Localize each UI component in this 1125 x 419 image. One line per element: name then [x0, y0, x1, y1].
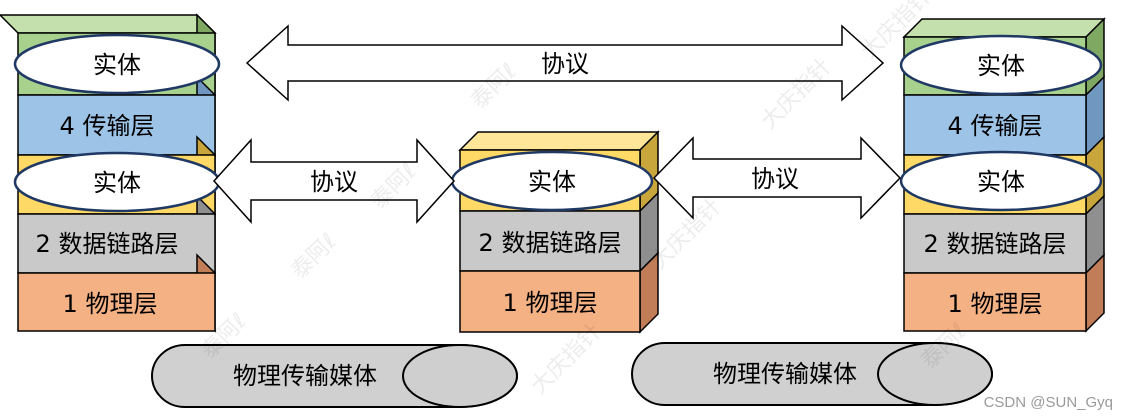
top-protocol-arrow — [245, 24, 885, 102]
middle-yellow-top-face — [458, 131, 660, 151]
left-datalink-label: 2 数据链路层 — [36, 230, 179, 258]
left-host-stack: 实体 4 传输层 实体 2 数据链路层 1 物理层 — [0, 13, 221, 333]
middle-physical-layer — [459, 270, 641, 333]
right-datalink-label: 2 数据链路层 — [924, 230, 1067, 258]
right-transport-label: 4 传输层 — [948, 112, 1043, 140]
right-protocol-arrow — [652, 136, 902, 220]
left-protocol-arrow — [212, 138, 456, 224]
left-physical-medium: 物理传输媒体 — [151, 344, 518, 408]
left-mid-entity-label: 实体 — [93, 169, 141, 197]
right-medium-label: 物理传输媒体 — [713, 360, 857, 388]
middle-entity-label: 实体 — [528, 168, 576, 196]
left-datalink-layer — [17, 213, 216, 274]
left-top-entity-label: 实体 — [93, 51, 141, 79]
right-physical-layer — [903, 272, 1087, 332]
right-physical-label: 1 物理层 — [948, 290, 1043, 318]
top-protocol-label: 协议 — [541, 50, 589, 78]
right-top-entity-oval — [899, 34, 1103, 96]
left-top-entity-oval — [13, 33, 221, 95]
left-transport-label: 4 传输层 — [60, 112, 155, 140]
middle-router-stack: 实体 2 数据链路层 1 物理层 — [450, 130, 660, 334]
right-mid-entity-label: 实体 — [977, 168, 1025, 196]
right-physical-medium: 物理传输媒体 — [631, 342, 993, 406]
right-mid-entity-oval — [899, 150, 1103, 212]
left-green-top-face — [0, 14, 217, 34]
middle-physical-label: 1 物理层 — [503, 289, 598, 317]
right-top-entity-label: 实体 — [977, 52, 1025, 80]
left-physical-layer — [17, 272, 216, 332]
right-transport-layer — [903, 94, 1087, 156]
left-protocol-label: 协议 — [310, 168, 358, 196]
middle-datalink-layer — [459, 210, 641, 272]
left-medium-end-cap — [402, 344, 518, 408]
right-datalink-layer — [903, 213, 1087, 274]
right-host-stack: 实体 4 传输层 实体 2 数据链路层 1 物理层 — [899, 17, 1106, 333]
author-credit: CSDN @SUN_Gyq — [983, 394, 1113, 411]
left-medium-label: 物理传输媒体 — [233, 362, 377, 390]
middle-datalink-label: 2 数据链路层 — [479, 229, 622, 257]
right-green-top-face — [902, 18, 1106, 38]
left-physical-label: 1 物理层 — [63, 290, 158, 318]
right-protocol-label: 协议 — [751, 165, 799, 193]
right-medium-end-cap — [877, 342, 993, 406]
watermark-text: 泰阿ℓ — [287, 229, 342, 284]
